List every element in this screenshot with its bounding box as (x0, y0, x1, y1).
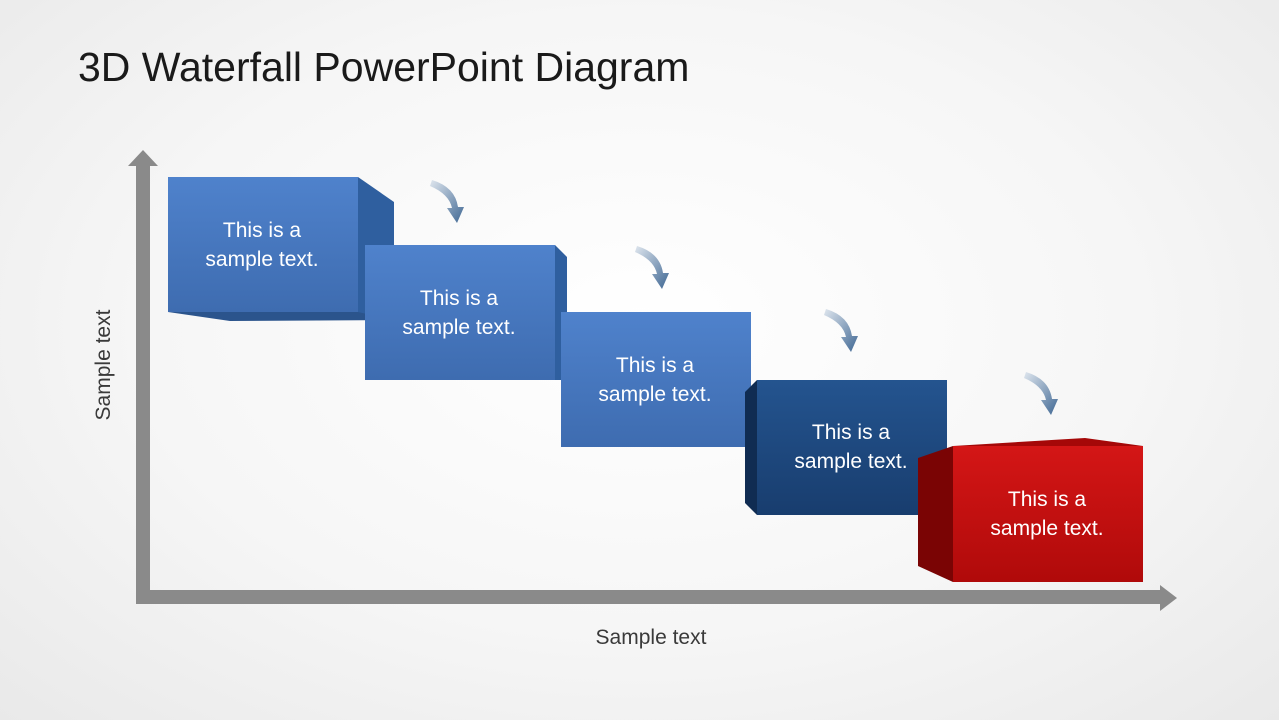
step-label-4-line2: sample text. (794, 450, 908, 473)
x-axis-arrowhead (1160, 585, 1177, 611)
step-label-4-line1: This is a (811, 421, 891, 444)
step-label-4: This is a sample text. (756, 418, 946, 476)
page-title: 3D Waterfall PowerPoint Diagram (78, 44, 690, 90)
step-box-4 (745, 380, 947, 515)
step-label-2: This is a sample text. (364, 284, 554, 342)
step-label-1: This is a sample text. (167, 216, 357, 274)
step-box-5 (918, 438, 1143, 582)
y-axis-line (136, 165, 150, 603)
connector-arrow-2 (635, 246, 669, 289)
step-label-5-line2: sample text. (990, 517, 1104, 540)
connector-arrow-3 (824, 309, 858, 352)
step-box-3 (561, 312, 751, 447)
step-label-3-line1: This is a (615, 354, 695, 377)
step-label-2-line1: This is a (419, 287, 499, 310)
x-axis-label: Sample text (595, 626, 707, 649)
step-label-5-line1: This is a (1007, 488, 1087, 511)
step-label-1-line1: This is a (222, 219, 302, 242)
y-axis-arrowhead (128, 150, 158, 166)
connector-arrow-4 (1024, 372, 1058, 415)
step-label-2-line2: sample text. (402, 316, 516, 339)
connector-arrow-1 (430, 180, 464, 223)
step-label-5: This is a sample text. (952, 485, 1142, 543)
x-axis-line (136, 590, 1163, 604)
step-label-3-line2: sample text. (598, 383, 712, 406)
axes (128, 150, 1177, 611)
step-label-3: This is a sample text. (560, 351, 750, 409)
step-label-1-line2: sample text. (205, 248, 319, 271)
